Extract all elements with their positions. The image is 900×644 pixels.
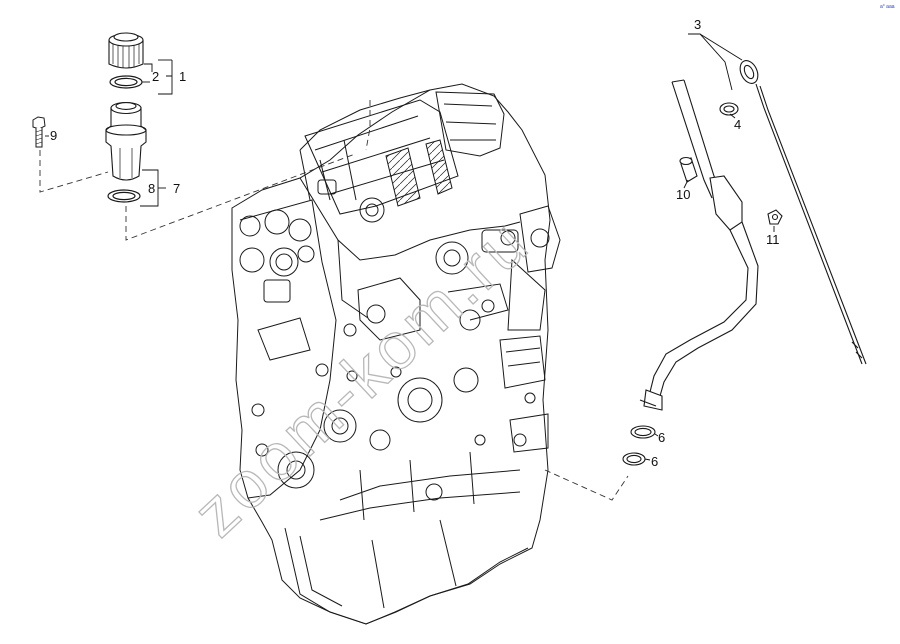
callout-leaders [45, 33, 775, 461]
callout-6-upper: 6 [658, 430, 665, 445]
filler-cap-seal-ring [109, 75, 143, 89]
callout-6-lower: 6 [651, 454, 658, 469]
watermark-text: zoom-kom.ru [179, 203, 543, 550]
callout-10: 10 [676, 187, 690, 202]
o-ring-4 [719, 102, 739, 116]
engine-block [231, 83, 561, 625]
o-ring-6-lower [622, 452, 646, 466]
nut-11 [767, 209, 783, 225]
callout-labels: 1 2 3 4 6 6 7 8 9 10 11 [50, 17, 780, 469]
callout-2: 2 [152, 69, 159, 84]
dipstick-guide-tube [639, 79, 759, 411]
callout-7: 7 [173, 181, 180, 196]
o-ring-6-upper [630, 425, 656, 439]
bolt [32, 116, 46, 148]
callout-3: 3 [694, 17, 701, 32]
filler-neck-seal-ring [107, 189, 141, 203]
corner-mark: а° ааа [880, 4, 895, 10]
oil-filler-neck [105, 101, 147, 181]
oil-dipstick [739, 60, 867, 365]
assembly-dashed-lines [39, 100, 629, 501]
callout-1: 1 [179, 69, 186, 84]
callout-11: 11 [766, 232, 780, 247]
sleeve-10 [679, 156, 698, 183]
callout-9: 9 [50, 128, 57, 143]
oil-filler-cap [108, 32, 144, 69]
callout-8: 8 [148, 181, 155, 196]
callout-4: 4 [734, 117, 741, 132]
